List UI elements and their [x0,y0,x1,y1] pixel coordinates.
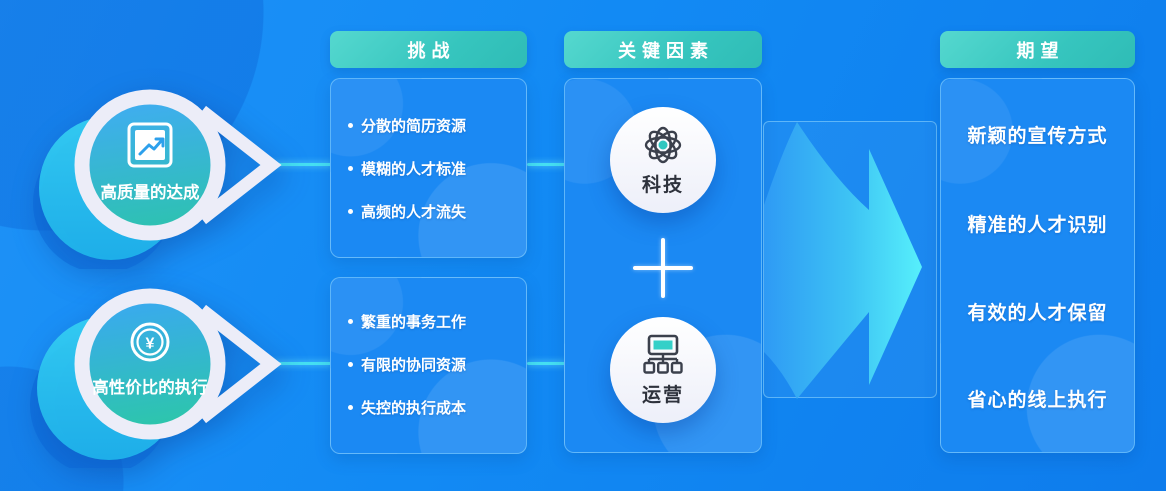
expectation-item: 精准的人才识别 [967,214,1108,236]
connector-line [527,163,566,166]
expectation-item: 有效的人才保留 [967,302,1108,324]
bullet-icon [348,318,353,324]
bullet-icon [348,122,353,128]
challenge-text: 高频的人才流失 [361,203,467,221]
connector-line [262,362,332,365]
factor-operations-label: 运营 [641,385,684,406]
factor-technology: 科技 [610,107,716,213]
atom-icon [644,126,682,164]
factor-operations: 运营 [610,317,716,423]
challenges-header-pill: 挑战 [330,31,527,68]
bullet-icon [348,208,353,214]
big-right-arrow-icon [764,122,922,399]
challenge-text: 模糊的人才标准 [361,160,467,178]
key-factors-header-label: 关键因素 [618,40,714,61]
list-item: 繁重的事务工作 [331,310,466,332]
arrow-container [763,121,937,399]
badge-quality-label: 高质量的达成 [101,182,201,202]
expectation-item: 省心的线上执行 [967,389,1108,411]
badge-circle [74,288,226,440]
badge-cost-label: 高性价比的执行 [92,377,208,397]
challenge-text: 繁重的事务工作 [361,313,467,331]
svg-text:¥: ¥ [146,336,155,353]
list-item: 失控的执行成本 [331,396,466,418]
connector-line [527,362,566,365]
challenge-text: 分散的简历资源 [361,117,467,135]
org-chart-icon [643,334,683,374]
list-item: 有限的协同资源 [331,353,466,375]
bullet-icon [348,404,353,410]
badge-pointer [197,304,282,424]
bullet-icon [348,361,353,367]
trend-chart-icon [127,122,173,168]
challenges-panel-1: 分散的简历资源 模糊的人才标准 高频的人才流失 [330,78,527,258]
expectation-item: 新颖的宣传方式 [967,125,1108,147]
list-item: 模糊的人才标准 [331,157,466,179]
badge-pointer [197,105,282,225]
expectations-panel: 新颖的宣传方式 精准的人才识别 有效的人才保留 省心的线上执行 [940,78,1135,453]
challenges-panel-2: 繁重的事务工作 有限的协同资源 失控的执行成本 [330,277,527,454]
badge-cost: ¥ 高性价比的执行 [30,288,282,468]
yuan-coin-icon: ¥ [130,322,170,362]
challenge-text: 有限的协同资源 [361,356,467,374]
factor-technology-label: 科技 [641,175,684,196]
challenges-header-label: 挑战 [407,40,456,61]
connector-line [262,163,332,166]
list-item: 高频的人才流失 [331,200,466,222]
badge-quality: 高质量的达成 [33,89,282,269]
challenge-text: 失控的执行成本 [361,399,467,417]
plus-icon [633,266,693,270]
key-factors-header-pill: 关键因素 [564,31,762,68]
list-item: 分散的简历资源 [331,114,466,136]
bullet-icon [348,165,353,171]
expectations-header-label: 期望 [1016,40,1065,61]
expectations-header-pill: 期望 [940,31,1135,68]
